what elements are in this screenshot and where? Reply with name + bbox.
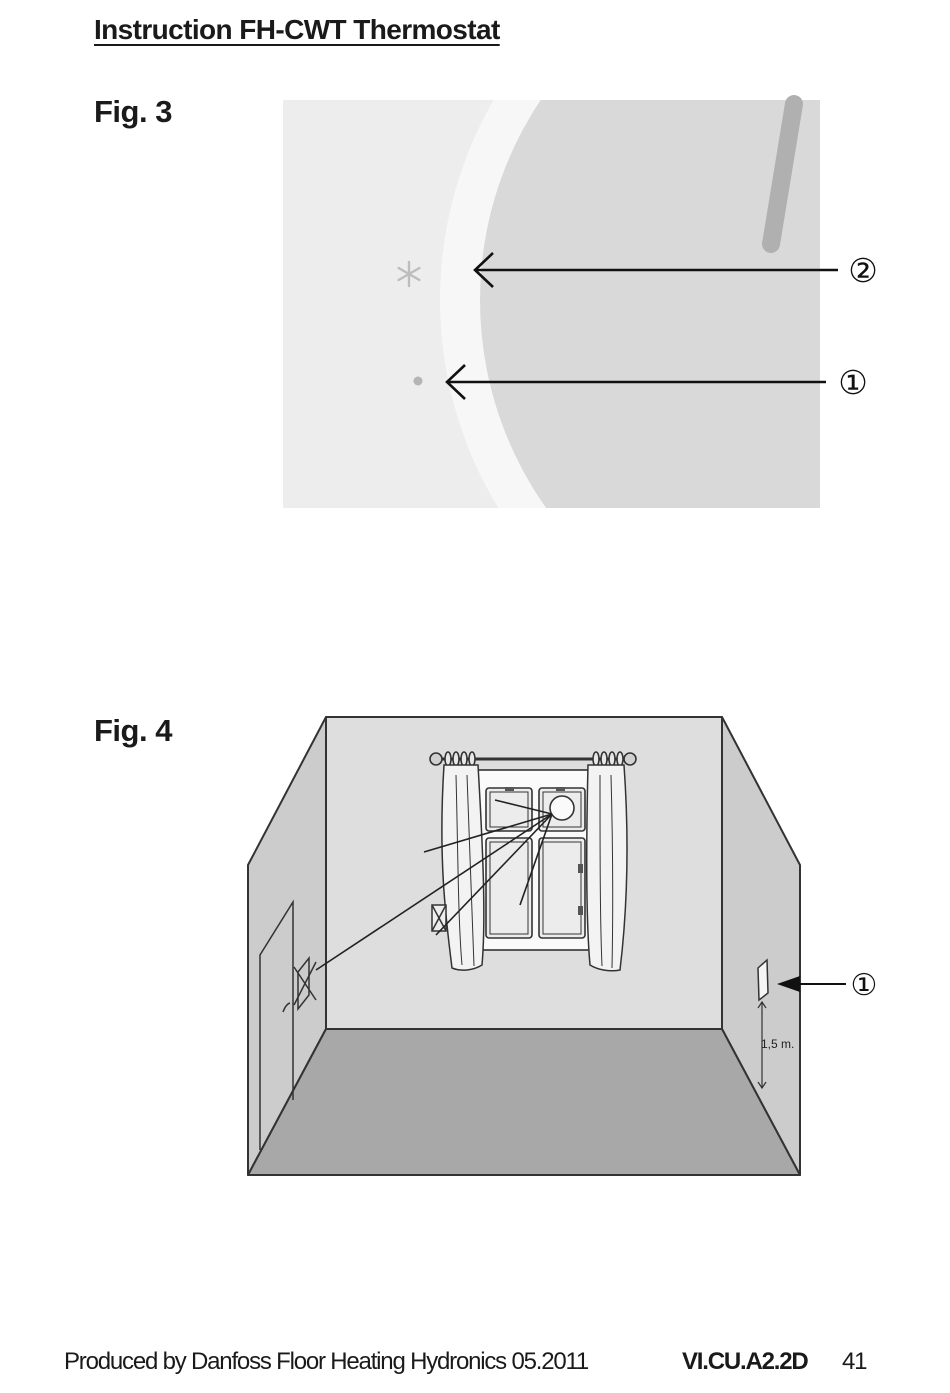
- thermostat-on-wall: [757, 958, 769, 1002]
- heat-influence-lines: [315, 799, 553, 971]
- left-curtain: [441, 764, 485, 971]
- callout-1: ①: [838, 363, 868, 402]
- arrow-to-indicator: [445, 364, 826, 400]
- window: [473, 769, 593, 951]
- arrow-to-thermostat: [777, 976, 846, 992]
- mounting-height-label: 1,5 m.: [761, 1037, 794, 1051]
- snowflake-icon: [397, 260, 421, 288]
- callout-1: ①: [851, 968, 878, 1003]
- arrow-to-dial-ring: [473, 252, 838, 288]
- footer-producer: Produced by Danfoss Floor Heating Hydron…: [64, 1348, 589, 1375]
- document-title: Instruction FH-CWT Thermostat: [94, 14, 500, 45]
- mounting-height-dimension: [757, 1000, 767, 1090]
- right-curtain: [585, 764, 628, 972]
- indicator-dot-icon: [413, 376, 423, 386]
- fig-3-thermostat-illustration: ② ①: [283, 95, 878, 508]
- footer-document-code: VI.CU.A2.2D: [682, 1348, 809, 1375]
- footer-page-number: 41: [842, 1348, 868, 1375]
- fig-3-label: Fig. 3: [94, 94, 172, 129]
- door: [259, 899, 294, 1150]
- dial-face: [480, 100, 820, 508]
- dial-pointer: [762, 95, 803, 253]
- floor: [247, 1028, 801, 1176]
- fig-4-room-placement-illustration: 1,5 m. ①: [247, 716, 878, 1176]
- left-wall-radiator-crossed: [293, 955, 317, 1012]
- fig-4-label: Fig. 4: [94, 713, 172, 748]
- callout-2: ②: [848, 251, 878, 290]
